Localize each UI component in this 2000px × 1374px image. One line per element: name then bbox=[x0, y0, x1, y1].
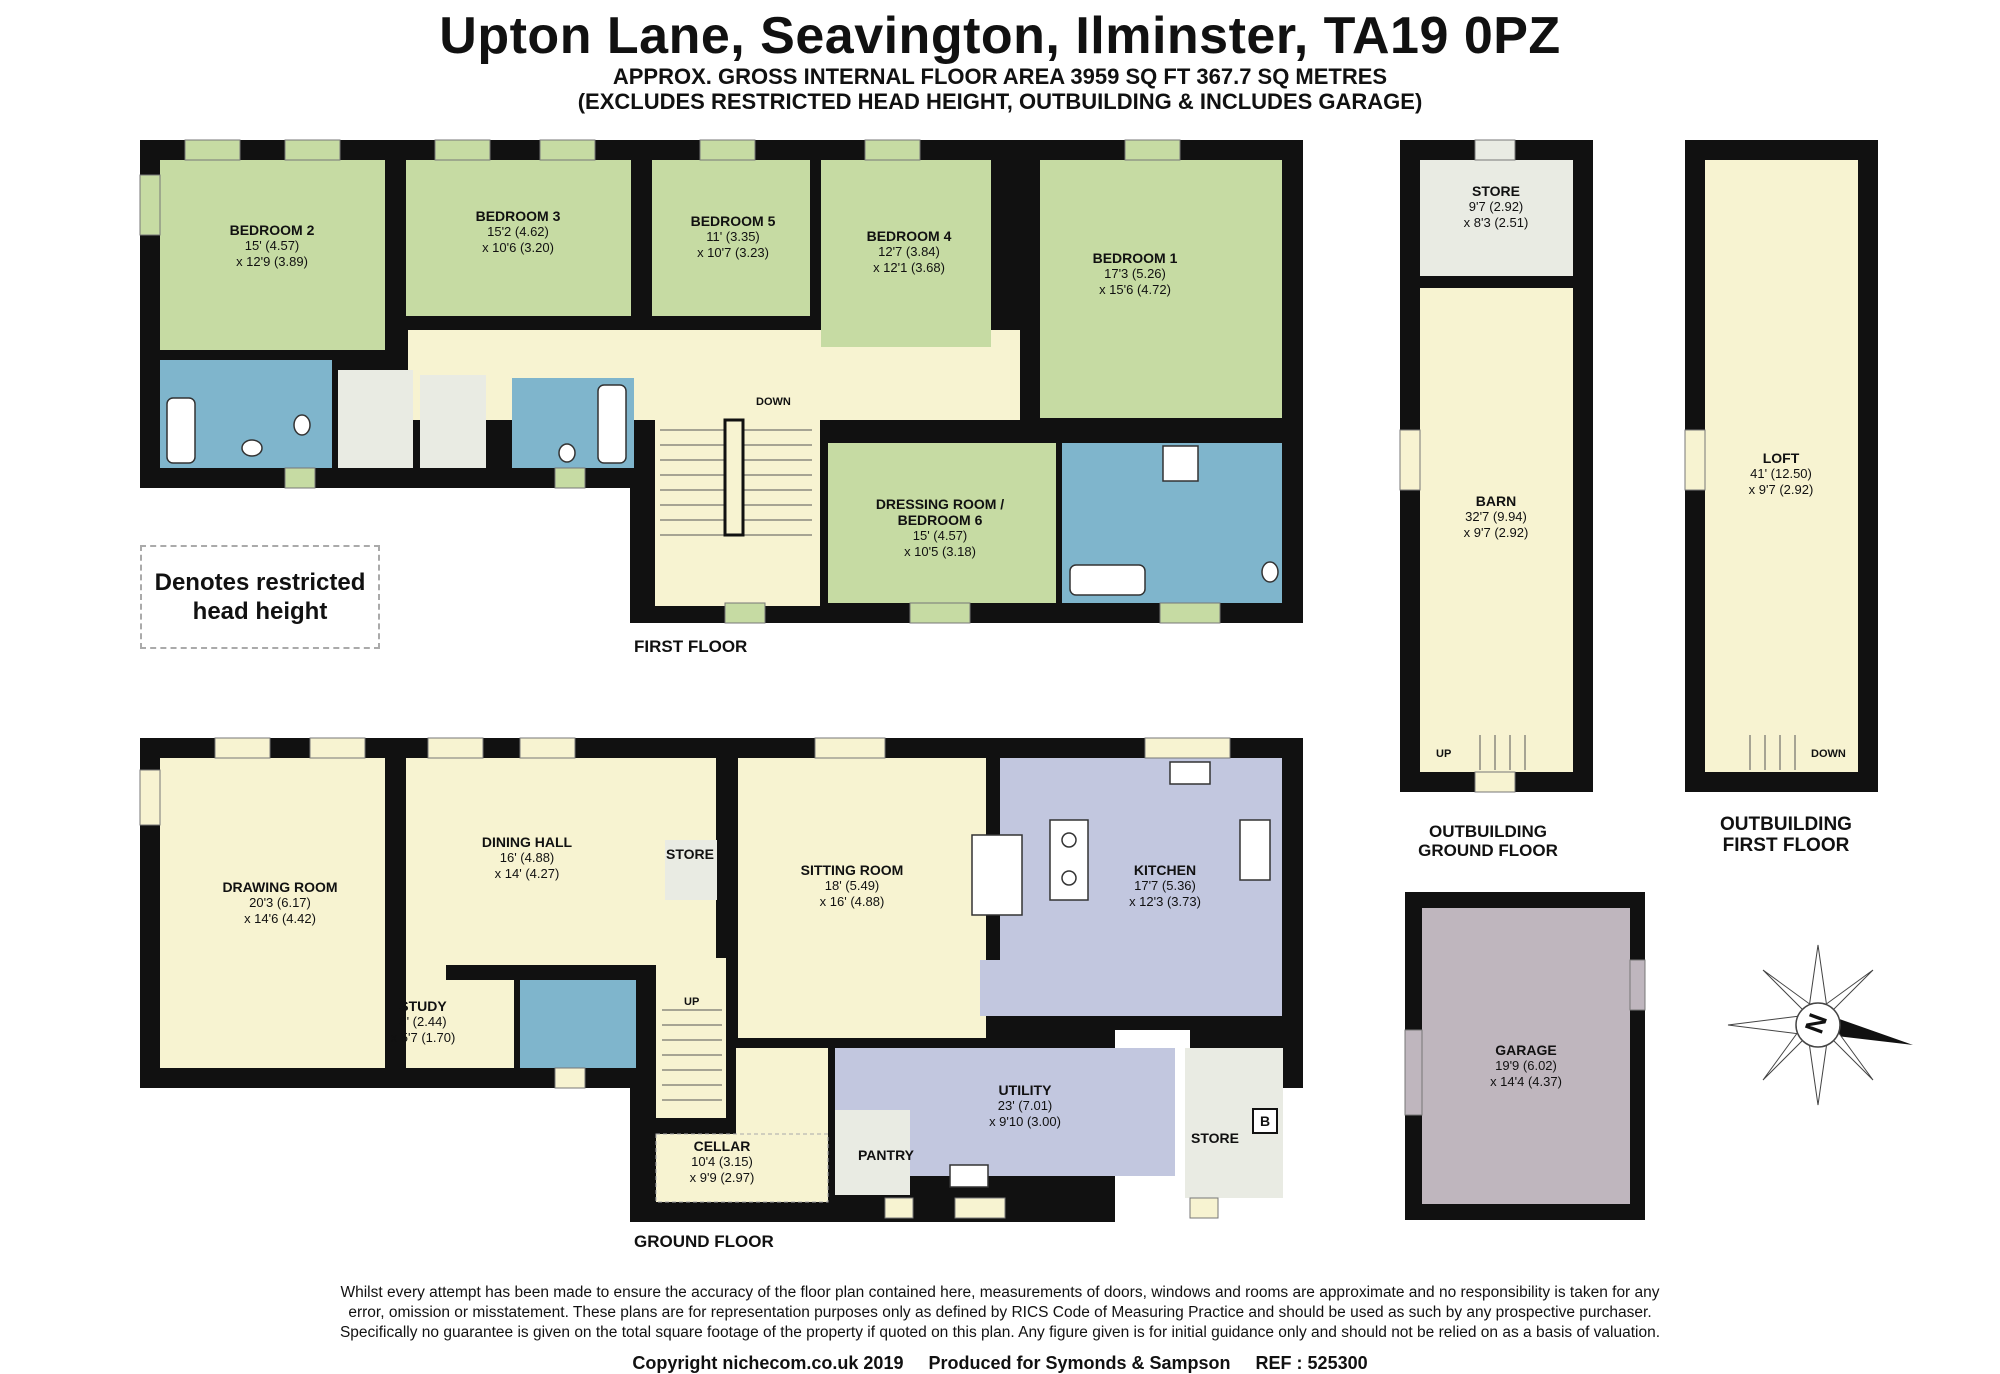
drawing-room-area bbox=[160, 758, 385, 1068]
bedroom-3-area bbox=[406, 160, 631, 316]
stairs-down-first-floor: DOWN bbox=[756, 396, 791, 408]
outbuilding-ground-floor-label: OUTBUILDING GROUND FLOOR bbox=[1418, 822, 1558, 860]
room-label-utility-store: STORE bbox=[1191, 1130, 1239, 1146]
disclaimer-line-2: error, omission or misstatement. These p… bbox=[348, 1304, 1652, 1321]
disclaimer: Whilst every attempt has been made to en… bbox=[150, 1283, 1850, 1343]
cloakroom-area bbox=[520, 980, 636, 1068]
dining-hall-area bbox=[406, 758, 716, 965]
footer-reference: REF : 525300 bbox=[1255, 1353, 1368, 1373]
garage-area bbox=[1422, 908, 1630, 1204]
compass-rose bbox=[1727, 944, 1913, 1106]
stairs-down-loft: DOWN bbox=[1811, 748, 1846, 760]
ground-floor-stairs bbox=[662, 1009, 722, 1101]
bedroom-5-area bbox=[652, 160, 810, 316]
cellar-area bbox=[655, 1133, 829, 1203]
restricted-head-height-legend: Denotes restricted head height bbox=[140, 545, 380, 649]
outbuilding-ground-floor-plan bbox=[1399, 139, 1593, 793]
room-label-ground-store: STORE bbox=[666, 846, 714, 862]
dressing-room-area bbox=[828, 443, 1056, 603]
footer-produced-for: Produced for Symonds & Sampson bbox=[928, 1353, 1231, 1373]
area-exclusions-line: (EXCLUDES RESTRICTED HEAD HEIGHT, OUTBUI… bbox=[577, 89, 1423, 114]
pantry-area bbox=[835, 1110, 910, 1195]
shower-room-area bbox=[338, 370, 413, 468]
bedroom-1-area bbox=[1040, 160, 1282, 418]
floor-area-line: APPROX. GROSS INTERNAL FLOOR AREA 3959 S… bbox=[612, 64, 1388, 89]
garage-plan bbox=[1404, 892, 1646, 1220]
footer-copyright: Copyright nichecom.co.uk 2019 bbox=[632, 1353, 904, 1373]
legend-line-1: Denotes restricted bbox=[154, 569, 366, 596]
plan-title: Upton Lane, Seavington, Ilminster, TA19 … bbox=[439, 7, 1561, 65]
landing-stair-area bbox=[420, 375, 486, 468]
disclaimer-line-3: Specifically no guarantee is given on th… bbox=[339, 1324, 1661, 1341]
barn-area bbox=[1420, 288, 1573, 772]
room-label-pantry: PANTRY bbox=[858, 1147, 914, 1163]
boiler-icon: B bbox=[1252, 1108, 1278, 1134]
study-area bbox=[446, 980, 514, 1068]
first-floor-label: FIRST FLOOR bbox=[634, 637, 748, 656]
outbuilding-first-floor-label: OUTBUILDING FIRST FLOOR bbox=[1720, 814, 1852, 856]
kitchen-area bbox=[1000, 758, 1282, 1016]
footer: Copyright nichecom.co.uk 2019 Produced f… bbox=[0, 1353, 2000, 1374]
ground-floor-plan bbox=[139, 737, 1303, 1222]
bedroom-4-area bbox=[821, 160, 991, 347]
outbuilding-first-floor-plan bbox=[1684, 140, 1878, 792]
loft-area bbox=[1705, 160, 1858, 772]
ground-floor-label: GROUND FLOOR bbox=[634, 1232, 774, 1251]
stairs-up-barn: UP bbox=[1436, 748, 1452, 760]
first-floor-plan bbox=[139, 139, 1303, 624]
disclaimer-line-1: Whilst every attempt has been made to en… bbox=[340, 1284, 1660, 1301]
bedroom-2-area bbox=[160, 160, 385, 350]
sitting-room-area bbox=[738, 758, 986, 1038]
stairs-up-ground-floor: UP bbox=[684, 996, 700, 1008]
outbuilding-store-area bbox=[1420, 160, 1573, 276]
ground-store-area bbox=[665, 840, 717, 900]
legend-line-2: head height bbox=[192, 598, 328, 625]
